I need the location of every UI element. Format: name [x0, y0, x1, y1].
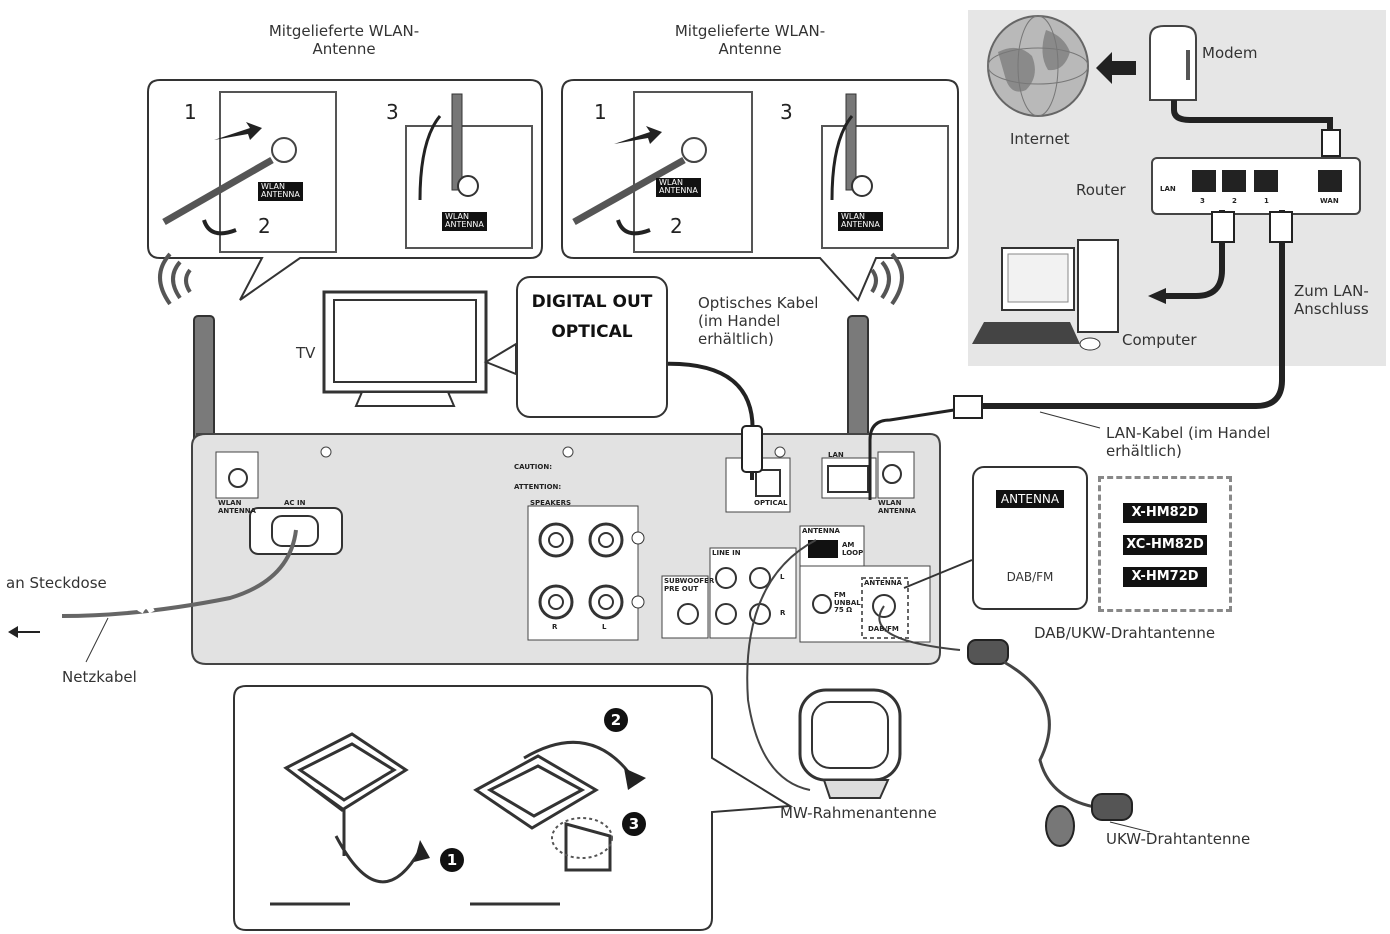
label-tv: TV — [296, 344, 316, 362]
computer-icon — [972, 239, 1119, 351]
label-router: Router — [1076, 181, 1126, 199]
power-cord — [61, 529, 298, 618]
panel-dab-fm: DAB/FM — [868, 625, 899, 633]
panel-line-in-l: L — [780, 573, 785, 581]
antenna-callout-title: ANTENNA — [996, 490, 1064, 508]
step-number-3-right: 3 — [780, 100, 793, 124]
digital-out-callout: DIGITAL OUT OPTICAL — [516, 276, 668, 418]
label-netzkabel: Netzkabel — [62, 668, 137, 686]
panel-lan: LAN — [828, 451, 844, 459]
panel-am-loop: AM LOOP — [842, 541, 864, 557]
model-list: X-HM82D XC-HM82D X-HM72D — [1098, 476, 1232, 612]
modem-icon — [1149, 25, 1197, 101]
label-internet: Internet — [1010, 130, 1070, 148]
panel-line-in: LINE IN — [712, 549, 741, 557]
router-port-wan: WAN — [1320, 197, 1339, 205]
router-port-3: 3 — [1200, 197, 1205, 205]
step-badge-1: 1 — [440, 848, 464, 872]
wifi-left-icon — [158, 252, 192, 306]
tv-icon — [322, 290, 488, 407]
wlan-antenna-tag-right: WLAN ANTENNA — [656, 178, 701, 197]
model-3: X-HM72D — [1123, 567, 1207, 587]
panel-ac-in: AC IN — [284, 499, 306, 507]
label-steckdose: an Steckdose — [6, 574, 107, 592]
wifi-right-icon — [870, 252, 904, 306]
label-lan-cable: LAN-Kabel (im Handel erhältlich) — [1106, 424, 1271, 460]
digital-out-title: DIGITAL OUT — [531, 292, 653, 312]
label-wlan-antenna-left: Mitgelieferte WLAN- Antenne — [268, 22, 420, 58]
step-number-2-right: 2 — [670, 214, 683, 238]
label-dab-wire-antenna: DAB/UKW-Drahtantenne — [1034, 624, 1216, 642]
router-icon — [1151, 157, 1361, 215]
panel-fm: FM UNBAL 75 Ω — [834, 591, 861, 615]
panel-attention: ATTENTION: — [514, 483, 562, 491]
panel-wlan-antenna-right: WLAN ANTENNA — [878, 499, 916, 515]
router-port-2: 2 — [1232, 197, 1237, 205]
label-wlan-antenna-right: Mitgelieferte WLAN- Antenne — [674, 22, 826, 58]
step-badge-3: 3 — [622, 812, 646, 836]
wlan-antenna-tag-left: WLAN ANTENNA — [258, 182, 303, 201]
loop-step-1-icon — [270, 732, 422, 906]
step-badge-2: 2 — [604, 708, 628, 732]
digital-out-optical: OPTICAL — [551, 322, 633, 342]
model-2: XC-HM82D — [1123, 535, 1207, 555]
model-1: X-HM82D — [1123, 503, 1207, 523]
panel-speaker-r: R — [552, 623, 558, 631]
router-port-lan: LAN — [1160, 185, 1176, 193]
step-number-2-left: 2 — [258, 214, 271, 238]
internet-globe-icon — [987, 15, 1089, 117]
step-number-1-right: 1 — [594, 100, 607, 124]
panel-line-in-r: R — [780, 609, 786, 617]
panel-caution: CAUTION: — [514, 463, 553, 471]
label-optical-cable: Optisches Kabel (im Handel erhältlich) — [698, 294, 819, 348]
router-port-1: 1 — [1264, 197, 1269, 205]
label-zum-lan: Zum LAN- Anschluss — [1294, 282, 1369, 318]
label-computer: Computer — [1122, 331, 1197, 349]
label-mw-antenna: MW-Rahmenantenne — [780, 804, 937, 822]
label-modem: Modem — [1202, 44, 1258, 62]
panel-speakers: SPEAKERS — [530, 499, 572, 507]
panel-antenna-dab: ANTENNA — [864, 579, 902, 587]
antenna-callout: ANTENNA DAB/FM — [972, 466, 1088, 610]
antenna-callout-sub: DAB/FM — [1006, 570, 1054, 584]
label-ukw-antenna: UKW-Drahtantenne — [1106, 830, 1251, 848]
arrow-to-internet — [1096, 52, 1136, 84]
panel-wlan-antenna-left: WLAN ANTENNA — [218, 499, 256, 515]
wlan-antenna-tag-left-3: WLAN ANTENNA — [442, 212, 487, 231]
panel-subwoofer: SUBWOOFER PRE OUT — [664, 577, 715, 593]
panel-speaker-l: L — [602, 623, 607, 631]
panel-optical: OPTICAL — [754, 499, 788, 507]
step-number-1-left: 1 — [184, 100, 197, 124]
panel-antenna: ANTENNA — [802, 527, 840, 535]
step-number-3-left: 3 — [386, 100, 399, 124]
wlan-antenna-tag-right-3: WLAN ANTENNA — [838, 212, 883, 231]
